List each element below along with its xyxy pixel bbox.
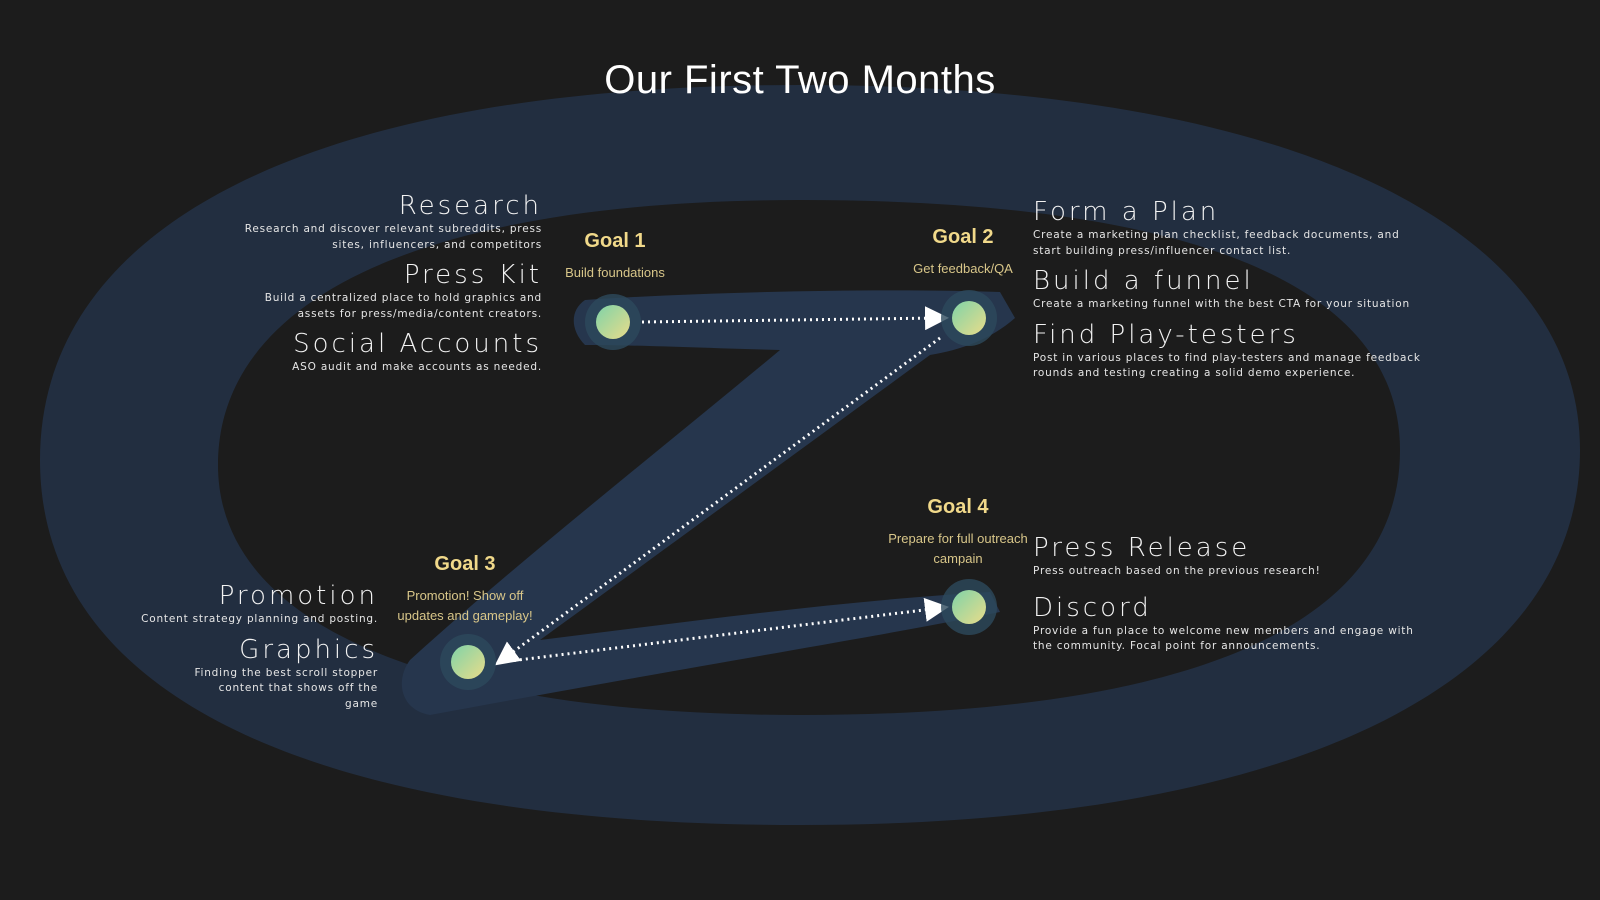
- task-desc: Content strategy planning and posting.: [141, 613, 378, 625]
- task-desc: Press outreach based on the previous res…: [1033, 565, 1321, 577]
- goal-label: Goal 2: [932, 226, 994, 248]
- goal4-tasks: Press Release Press outreach based on th…: [1033, 532, 1433, 661]
- goal3-tasks: Promotion Content strategy planning and …: [118, 580, 378, 718]
- goal-subtitle: Get feedback/QA: [913, 261, 1013, 276]
- goal-label: Goal 1: [584, 230, 646, 252]
- goal-2: Goal 2 Get feedback/QA: [893, 226, 1033, 279]
- task-heading: Press Release: [1033, 533, 1251, 563]
- goal-1: Goal 1 Build foundations: [545, 230, 685, 283]
- task-heading: Social Accounts: [293, 329, 542, 359]
- task-heading: Build a funnel: [1033, 266, 1254, 296]
- goal-subtitle: Promotion! Show off updates and gameplay…: [397, 588, 533, 623]
- task-desc: Research and discover relevant subreddit…: [244, 223, 542, 251]
- page-title: Our First Two Months: [604, 58, 996, 102]
- goal-subtitle: Build foundations: [565, 265, 665, 280]
- goal-label: Goal 4: [927, 496, 989, 518]
- task-heading: Find Play-testers: [1033, 319, 1299, 350]
- task-desc: Provide a fun place to welcome new membe…: [1033, 624, 1414, 653]
- task-desc: Create a marketing funnel with the best …: [1033, 298, 1410, 310]
- task-desc: Create a marketing plan checklist, feedb…: [1033, 229, 1400, 257]
- task-desc: ASO audit and make accounts as needed.: [292, 361, 542, 373]
- task-heading: Discord: [1033, 592, 1152, 623]
- goal-subtitle: Prepare for full outreach campain: [888, 531, 1028, 566]
- task-heading: Promotion: [218, 581, 378, 611]
- task-desc: Post in various places to find play-test…: [1033, 351, 1421, 380]
- goal1-tasks: Research Research and discover relevant …: [232, 190, 542, 382]
- goal-3: Goal 3 Promotion! Show off updates and g…: [385, 553, 545, 626]
- task-desc: Finding the best scroll stopper content …: [194, 666, 378, 710]
- goal-label: Goal 3: [434, 553, 496, 575]
- goal2-tasks: Form a Plan Create a marketing plan chec…: [1033, 196, 1423, 388]
- task-heading: Form a Plan: [1033, 197, 1220, 227]
- task-heading: Research: [398, 191, 542, 221]
- connector-arrows: [494, 306, 949, 666]
- task-heading: Press Kit: [403, 260, 542, 290]
- goal-dots: [440, 290, 997, 690]
- goal-4: Goal 4 Prepare for full outreach campain: [888, 496, 1028, 569]
- task-heading: Graphics: [239, 634, 378, 665]
- task-desc: Build a centralized place to hold graphi…: [264, 292, 542, 320]
